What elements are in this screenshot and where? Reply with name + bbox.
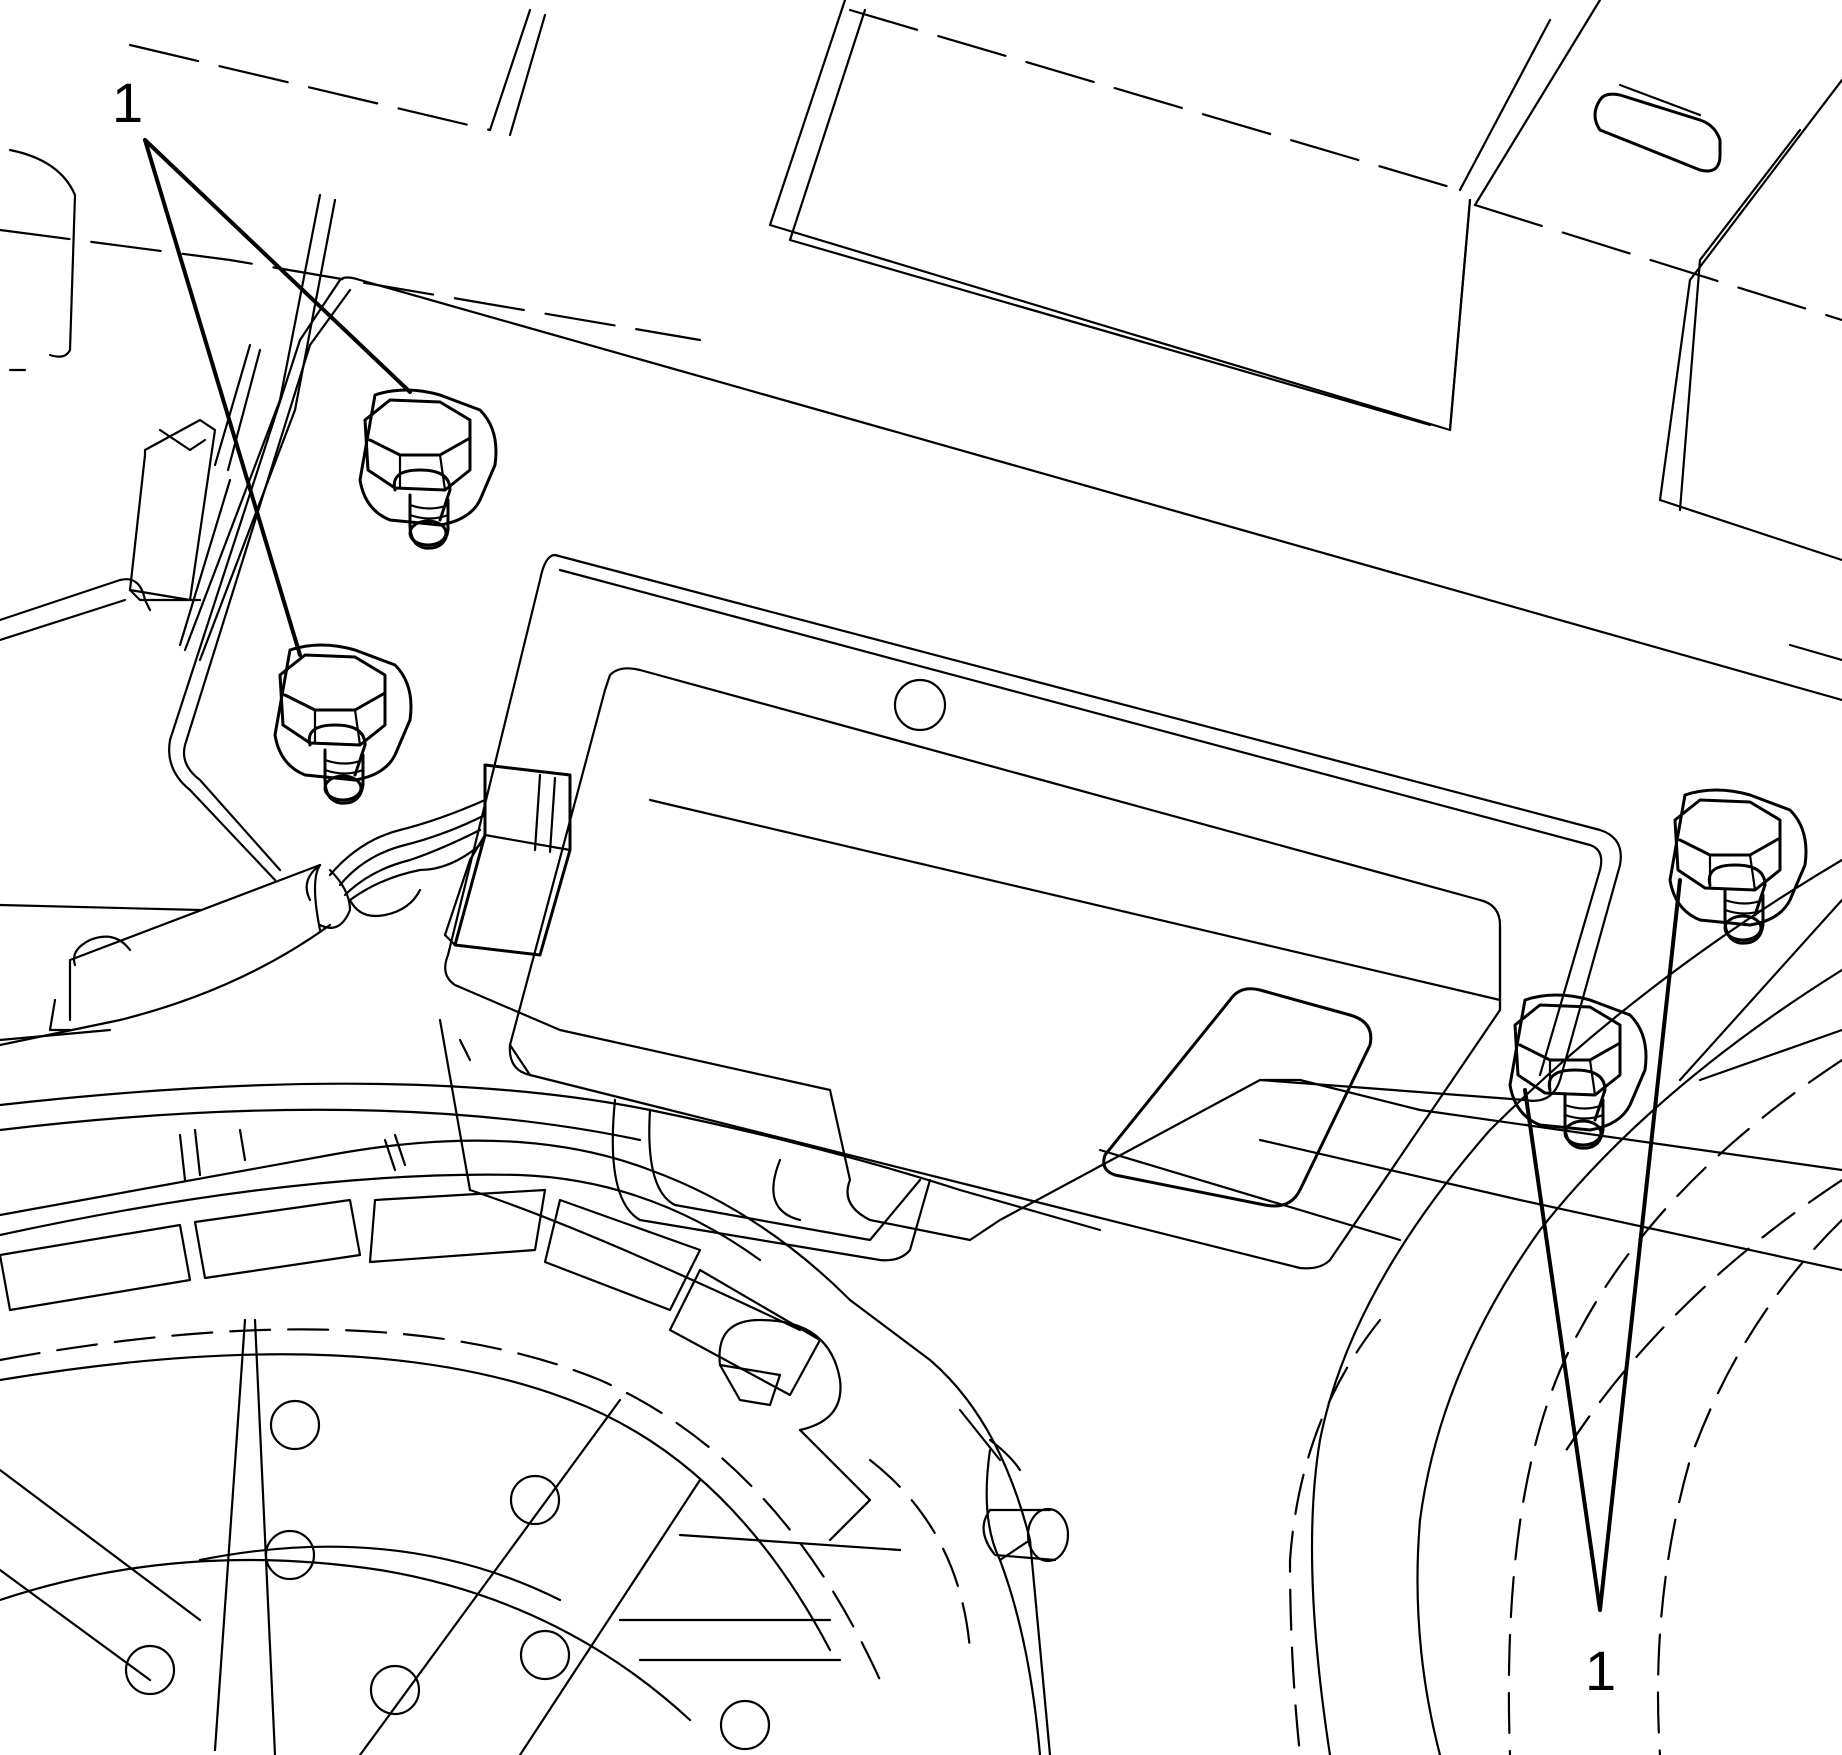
callout-label-top: 1 xyxy=(112,71,143,134)
fastener-upper-left xyxy=(358,388,498,550)
callout-label-bottom: 1 xyxy=(1585,1639,1616,1702)
nut-icon xyxy=(358,388,498,527)
fastener-lower-right xyxy=(1508,993,1648,1150)
mounting-bracket xyxy=(168,276,1842,1272)
fastener-upper-right xyxy=(1668,788,1808,945)
fastener-middle-left xyxy=(273,643,413,805)
housing-ribs xyxy=(0,1188,902,1755)
callout-leaders-top xyxy=(143,138,412,657)
stud-icon xyxy=(1707,863,1767,945)
housing-bolt-holes xyxy=(124,1399,771,1751)
left-clip-assembly xyxy=(0,193,337,662)
nut-icon xyxy=(1668,788,1808,927)
nut-icon xyxy=(273,643,413,782)
electrical-connector xyxy=(443,763,572,957)
nut-icon xyxy=(1508,993,1648,1132)
locating-pin xyxy=(982,1507,1070,1563)
stud-icon xyxy=(392,468,452,550)
callout-leaders-bottom xyxy=(1523,878,1682,1612)
transmission-housing xyxy=(0,1082,1102,1755)
stud-icon xyxy=(1547,1068,1607,1150)
stud-icon xyxy=(307,723,367,805)
control-module xyxy=(438,553,1622,1270)
body-panel-structure xyxy=(0,0,1842,562)
wiring-harness xyxy=(0,798,487,1047)
